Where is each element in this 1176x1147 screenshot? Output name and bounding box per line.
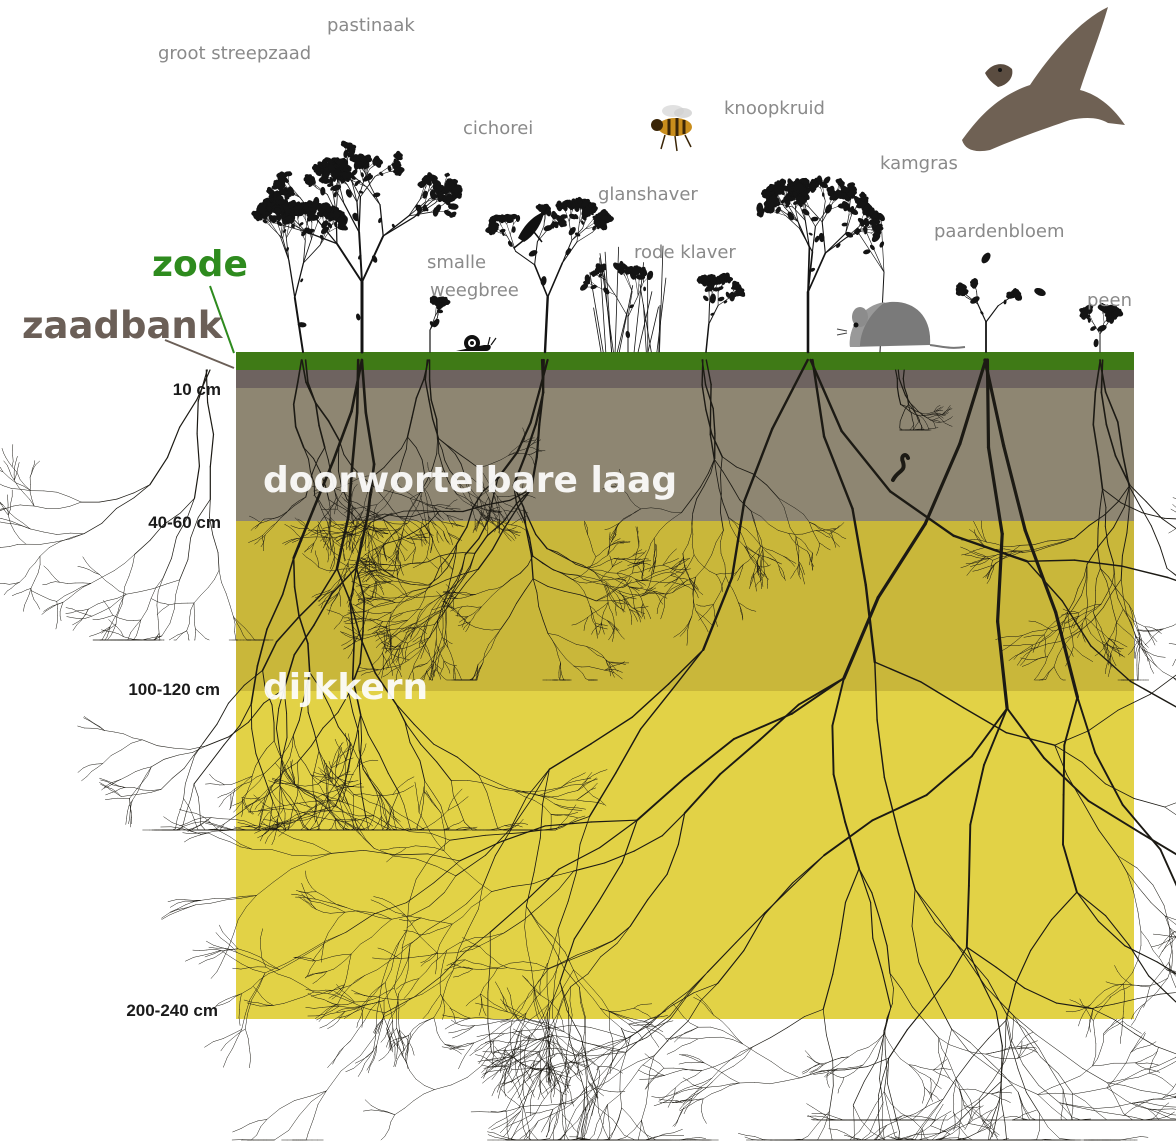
worm-icon [893,455,908,480]
depth-label-40-60: 40-60 cm [81,514,221,531]
species-label-weegbree: weegbree [430,282,519,300]
seedbank-label: zaadbank [22,307,222,344]
species-label-glanshaver: glanshaver [598,186,698,204]
bee-icon [651,105,692,151]
species-label-knoopkruid: knoopkruid [724,100,825,118]
root-zone-label: doorwortelbare laag [263,463,677,499]
species-label-kamgras: kamgras [880,155,958,173]
species-label-pastinaak: pastinaak [327,17,415,35]
species-label-cichorei: cichorei [463,120,533,138]
species-label-smalle: smalle [427,254,486,272]
mouse-icon [837,302,965,348]
dike-core-label: dijkkern [263,670,428,706]
sod-label: zode [152,247,248,283]
snail-icon [456,335,496,351]
depth-label-200-240: 200-240 cm [78,1002,218,1019]
bird-of-prey-icon [962,7,1125,151]
depth-label-10: 10 cm [81,381,221,398]
species-label-rode-klaver: rode klaver [634,244,736,262]
species-label-peen: peen [1087,292,1132,310]
species-label-groot-streepzaad: groot streepzaad [158,45,311,63]
species-label-paardenbloem: paardenbloem [934,223,1065,241]
depth-label-100-120: 100-120 cm [80,681,220,698]
